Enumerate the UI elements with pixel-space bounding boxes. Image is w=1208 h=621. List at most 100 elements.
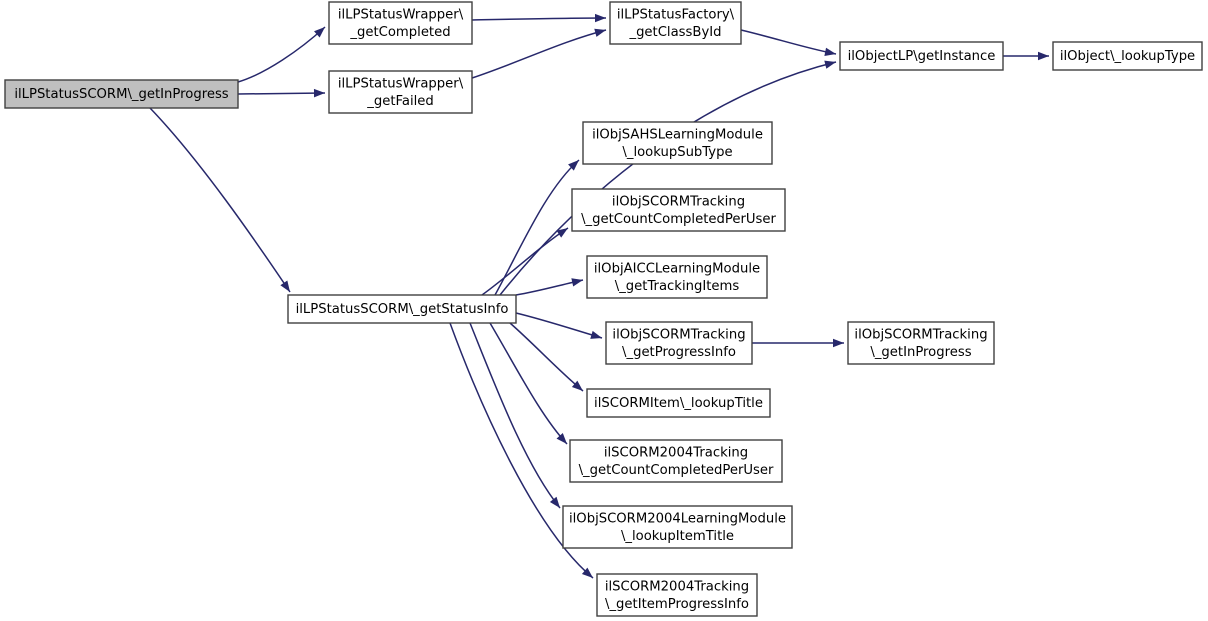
node-box[interactable] (4, 79, 239, 109)
node-label: ilObject\_lookupType (1060, 49, 1195, 64)
edge-line (489, 322, 568, 445)
node-label: ilLPStatusFactory\ (617, 7, 735, 22)
node-box[interactable] (562, 505, 793, 549)
graph-node[interactable]: ilObjSAHSLearningModule\_lookupSubType (582, 121, 773, 165)
call-edge (471, 28, 607, 79)
call-edge (149, 107, 291, 293)
node-label: ilLPStatusSCORM\_getStatusInfo (296, 302, 509, 317)
call-edge (469, 322, 561, 509)
call-edge (449, 322, 594, 579)
call-edge (481, 227, 569, 296)
graph-node[interactable]: ilLPStatusWrapper\ _getCompleted (328, 1, 473, 45)
node-label: \_getCountCompletedPerUser (579, 463, 774, 478)
node-label: ilLPStatusWrapper\ (338, 76, 464, 91)
node-label: ilLPStatusSCORM\_getInProgress (14, 87, 228, 102)
graph-node[interactable]: ilObjSCORM2004LearningModule \_lookupItem… (562, 505, 793, 549)
node-label: ilObjSCORMTracking (854, 327, 987, 342)
node-label: ilSCORM2004Tracking (604, 445, 748, 460)
node-label: ilSCORMItem\_lookupTitle (594, 396, 763, 411)
node-box[interactable] (328, 70, 473, 114)
node-box[interactable] (287, 294, 517, 324)
node-box[interactable] (609, 1, 742, 45)
call-edge (515, 312, 603, 339)
edge-arrowhead-icon (1038, 51, 1049, 61)
nodes-layer: ilLPStatusSCORM\_getInProgress ilLPStatus… (4, 1, 1203, 617)
node-label: ilObjAICCLearningModule (594, 261, 760, 276)
edge-arrowhead-icon (824, 60, 836, 69)
node-box[interactable] (569, 439, 783, 483)
call-edge (489, 322, 568, 445)
node-label: \_getInProgress (870, 345, 971, 360)
node-label: ilObjectLP\getInstance (848, 49, 996, 64)
node-box[interactable] (847, 321, 995, 365)
edge-line (515, 312, 603, 339)
node-box[interactable] (571, 188, 786, 232)
edge-arrowhead-icon (594, 28, 606, 37)
edge-line (471, 17, 607, 21)
edge-line (449, 322, 594, 579)
edge-line (509, 322, 584, 392)
node-box[interactable] (839, 41, 1004, 71)
edge-arrowhead-icon (568, 160, 579, 171)
node-label: ilObjSAHSLearningModule (592, 127, 763, 142)
edge-arrowhead-icon (571, 278, 583, 287)
call-edge (515, 278, 584, 296)
graph-node[interactable]: ilSCORMItem\_lookupTitle (586, 388, 771, 418)
graph-node[interactable]: ilObjSCORMTracking \_getInProgress (847, 321, 995, 365)
call-edge (471, 13, 607, 23)
node-label: _getClassById (628, 25, 721, 40)
node-box[interactable] (328, 1, 473, 45)
node-label: \_getCountCompletedPerUser (581, 212, 776, 227)
graph-node[interactable]: ilSCORM2004Tracking \_getCountCompletedPe… (569, 439, 783, 483)
call-edge (237, 26, 326, 83)
edge-arrowhead-icon (280, 280, 290, 292)
edge-line (740, 29, 837, 55)
node-label: ilObjSCORMTracking (612, 327, 745, 342)
node-label: \_getTrackingItems (615, 279, 740, 294)
edge-arrowhead-icon (571, 380, 583, 391)
graph-node[interactable]: ilObjSCORMTracking \_getCountCompletedPer… (571, 188, 786, 232)
call-edge (740, 29, 837, 56)
node-label: \_getProgressInfo (622, 345, 736, 360)
graph-node[interactable]: ilObjAICCLearningModule \_getTrackingItem… (586, 255, 768, 299)
graph-node[interactable]: ilLPStatusWrapper\_getFailed (328, 70, 473, 114)
call-edge (237, 88, 326, 98)
node-label: \_lookupItemTitle (621, 529, 734, 544)
edge-arrowhead-icon (581, 567, 593, 578)
graph-node[interactable]: ilLPStatusFactory\ _getClassById (609, 1, 742, 45)
edge-line (149, 107, 291, 293)
node-label: _getCompleted (349, 25, 450, 40)
node-label: ilObjSCORMTracking (612, 194, 745, 209)
edge-arrowhead-icon (556, 433, 567, 444)
edge-arrowhead-icon (824, 47, 836, 56)
edge-arrowhead-icon (556, 228, 568, 238)
graph-node[interactable]: ilLPStatusSCORM\_getStatusInfo (287, 294, 517, 324)
edge-arrowhead-icon (549, 496, 560, 508)
graph-node-current[interactable]: ilLPStatusSCORM\_getInProgress (4, 79, 239, 109)
node-box[interactable] (586, 388, 771, 418)
node-label: ilObjSCORM2004LearningModule (569, 511, 786, 526)
node-box[interactable] (596, 573, 758, 617)
call-edge (509, 322, 584, 392)
node-label: \_getItemProgressInfo (605, 597, 749, 612)
node-label: ilSCORM2004Tracking (605, 579, 749, 594)
graph-node[interactable]: ilObjSCORMTracking \_getProgressInfo (605, 321, 753, 365)
edge-arrowhead-icon (313, 88, 325, 98)
node-box[interactable] (1052, 41, 1203, 71)
edge-line (237, 26, 326, 83)
edge-line (469, 322, 561, 509)
node-box[interactable] (582, 121, 773, 165)
graph-node[interactable]: ilSCORM2004Tracking \_getItemProgressInfo (596, 573, 758, 617)
edge-arrowhead-icon (833, 338, 844, 348)
edge-line (471, 29, 607, 79)
graph-node[interactable]: ilObjectLP\getInstance (839, 41, 1004, 71)
edge-arrowhead-icon (594, 13, 606, 23)
node-box[interactable] (605, 321, 753, 365)
graph-node[interactable]: ilObject\_lookupType (1052, 41, 1203, 71)
node-box[interactable] (586, 255, 768, 299)
call-edge (1003, 51, 1049, 61)
call-edge (752, 338, 844, 348)
node-label: ilLPStatusWrapper\ (338, 7, 464, 22)
